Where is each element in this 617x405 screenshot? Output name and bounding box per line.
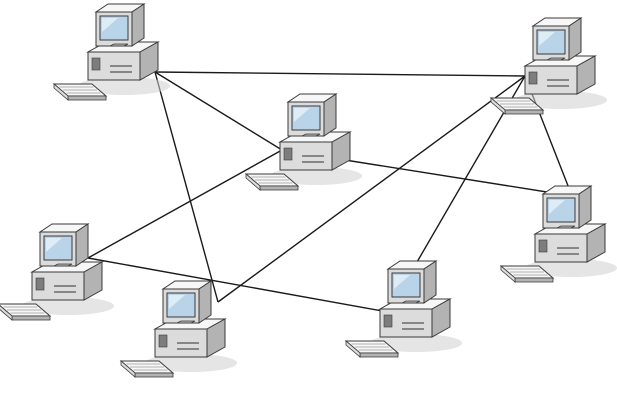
drive-bay-icon xyxy=(528,71,538,85)
keyboard-icon xyxy=(0,303,52,321)
pc-top-left-computer xyxy=(52,3,170,101)
shadow xyxy=(78,77,170,95)
link-pc-top-right-to-pc-bottom-left xyxy=(217,75,526,303)
shadow xyxy=(370,334,462,352)
system-unit xyxy=(378,298,452,338)
link-pc-top-left-to-pc-center xyxy=(154,71,283,151)
system-unit xyxy=(523,55,597,95)
monitor-icon xyxy=(531,17,583,61)
system-unit xyxy=(30,261,104,301)
drive-bay-icon xyxy=(383,314,393,328)
system-unit xyxy=(86,41,160,81)
link-pc-left-to-pc-bottom-center xyxy=(87,257,389,313)
pc-bottom-center-computer xyxy=(344,260,462,358)
shadow xyxy=(145,354,237,372)
network-nodes xyxy=(0,3,617,378)
shadow xyxy=(525,259,617,277)
system-unit xyxy=(153,318,227,358)
keyboard-icon xyxy=(244,173,300,191)
shadow xyxy=(270,167,362,185)
link-pc-top-left-to-pc-top-right xyxy=(154,71,526,77)
keyboard-icon xyxy=(52,83,108,101)
monitor-icon xyxy=(161,280,213,324)
pc-bottom-left-computer xyxy=(119,280,237,378)
monitor-icon xyxy=(286,93,338,137)
pc-center-computer xyxy=(244,93,362,191)
keyboard-icon xyxy=(499,265,555,283)
keyboard-icon xyxy=(489,97,545,115)
pc-right-computer xyxy=(499,185,617,283)
drive-bay-icon xyxy=(35,277,45,291)
pc-top-right-computer xyxy=(489,17,607,115)
monitor-icon xyxy=(541,185,593,229)
drive-bay-icon xyxy=(158,334,168,348)
drive-bay-icon xyxy=(538,239,548,253)
pc-left-computer xyxy=(0,223,114,321)
shadow xyxy=(22,297,114,315)
link-pc-top-left-to-pc-bottom-left xyxy=(154,71,219,303)
drive-bay-icon xyxy=(91,57,101,71)
drive-bay-icon xyxy=(283,147,293,161)
system-unit xyxy=(278,131,352,171)
monitor-icon xyxy=(386,260,438,304)
monitor-icon xyxy=(38,223,90,267)
monitor-icon xyxy=(94,3,146,47)
shadow xyxy=(515,91,607,109)
keyboard-icon xyxy=(119,360,175,378)
link-pc-center-to-pc-left xyxy=(87,149,283,259)
system-unit xyxy=(533,223,607,263)
keyboard-icon xyxy=(344,340,400,358)
